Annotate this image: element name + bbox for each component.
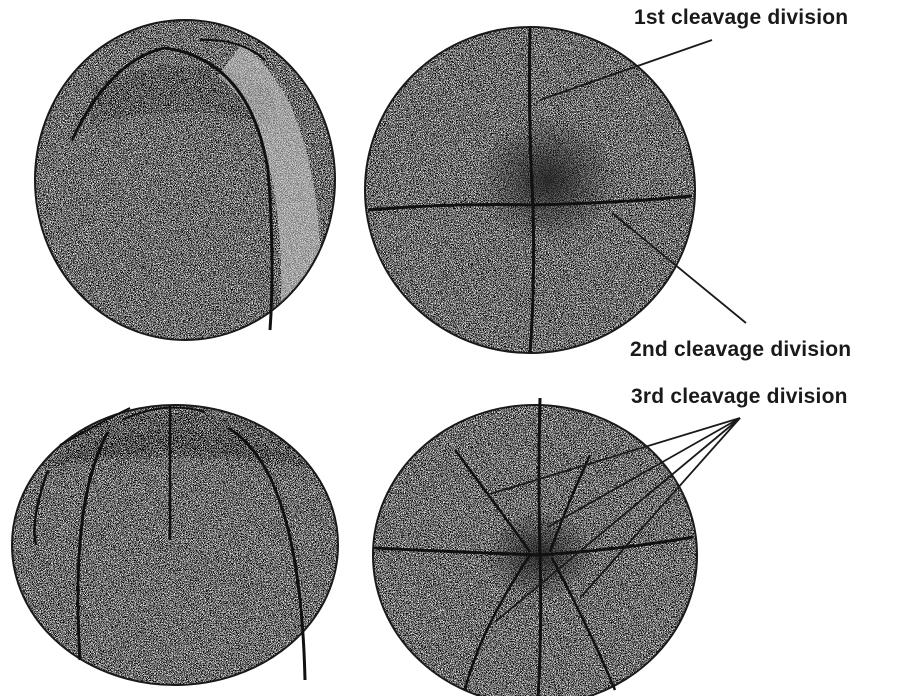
label-second-cleavage: 2nd cleavage division [630,338,851,362]
embryo-4cell-top-view [365,27,695,353]
embryo-8cell-top-view [373,398,697,696]
embryo-4cell-side-view [35,20,335,340]
embryo-8cell-side-view [12,405,338,685]
label-first-cleavage: 1st cleavage division [634,6,848,30]
label-third-cleavage: 3rd cleavage division [631,385,848,409]
